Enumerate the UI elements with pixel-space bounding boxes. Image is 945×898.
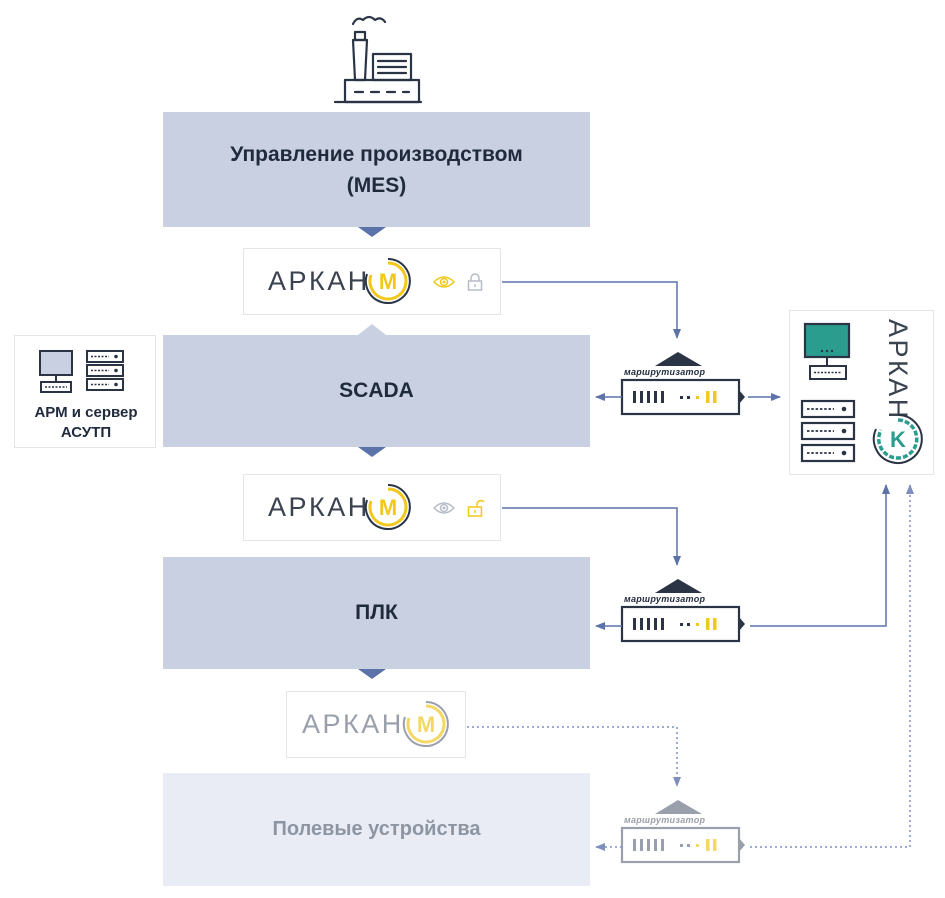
plc-down-triangle xyxy=(358,669,386,679)
workstation-label-line1: АРМ и сервер xyxy=(34,404,138,421)
router-1-label: маршрутизатор xyxy=(624,367,706,377)
scada-down-triangle xyxy=(358,447,386,457)
arkan-k-logo-icon: K xyxy=(872,414,923,464)
router-2-label: маршрутизатор xyxy=(624,594,706,604)
arkan-k-box: АРКАН K xyxy=(789,310,934,475)
plc-title: ПЛК xyxy=(355,601,398,624)
server-rack-icon xyxy=(86,350,124,391)
arkan-m-card-1: АРКАН M xyxy=(243,248,501,315)
field-devices-level: Полевые устройства xyxy=(163,773,590,886)
arrow-arkan3-router3 xyxy=(467,726,681,787)
scada-title: SCADA xyxy=(339,379,414,402)
plc-level: ПЛК xyxy=(163,557,590,669)
arkan-m-letter: M xyxy=(417,712,435,737)
arkan-m-letter: M xyxy=(379,269,397,294)
workstation-label-line2: АСУТП xyxy=(60,424,112,441)
field-devices-title: Полевые устройства xyxy=(272,818,481,840)
arrow-router2-arkank xyxy=(750,484,890,627)
arkan-m-logo-icon: M xyxy=(364,484,411,530)
arkan-m-brand: АРКАН xyxy=(268,266,370,296)
router-3-label: маршрутизатор xyxy=(624,815,706,825)
mes-title: Управление производством xyxy=(230,142,523,166)
arkan-m-card-2: АРКАН M xyxy=(243,474,501,541)
server-rack-icon xyxy=(800,399,856,463)
lock-closed-icon xyxy=(467,273,483,291)
mes-level: Управление производством (MES) xyxy=(163,112,590,227)
computer-icon xyxy=(39,350,73,393)
eye-icon xyxy=(433,276,455,288)
arrow-arkan1-router1 xyxy=(502,281,681,339)
arrow-arkan2-router2 xyxy=(502,507,681,566)
scada-up-triangle xyxy=(358,324,386,335)
router-roof-icon xyxy=(620,800,745,864)
computer-icon xyxy=(803,322,851,380)
router-3: маршрутизатор xyxy=(610,798,760,866)
mes-down-triangle xyxy=(358,227,386,237)
arkan-k-letter: K xyxy=(890,427,906,452)
mes-subtitle: (MES) xyxy=(346,173,407,197)
arkan-m-brand: АРКАН xyxy=(302,709,404,739)
arrow-router3-arkank xyxy=(750,484,914,848)
factory-icon xyxy=(333,15,423,104)
router-1: маршрутизатор xyxy=(610,350,760,418)
arkan-m-logo-icon: M xyxy=(402,701,449,747)
arkan-m-letter: M xyxy=(379,495,397,520)
arkan-k-brand: АРКАН xyxy=(883,319,913,421)
lock-open-icon xyxy=(467,499,485,517)
router-roof-icon xyxy=(620,579,745,643)
arkan-m-brand: АРКАН xyxy=(268,492,370,522)
eye-icon xyxy=(433,502,455,514)
router-2: маршрутизатор xyxy=(610,577,760,645)
arkan-m-logo-icon: M xyxy=(364,258,411,304)
arkan-m-card-3: АРКАН M xyxy=(286,691,466,758)
workstation-box: АРМ и сервер АСУТП xyxy=(14,335,156,448)
router-roof-icon xyxy=(620,352,745,416)
scada-level: SCADA xyxy=(163,335,590,447)
